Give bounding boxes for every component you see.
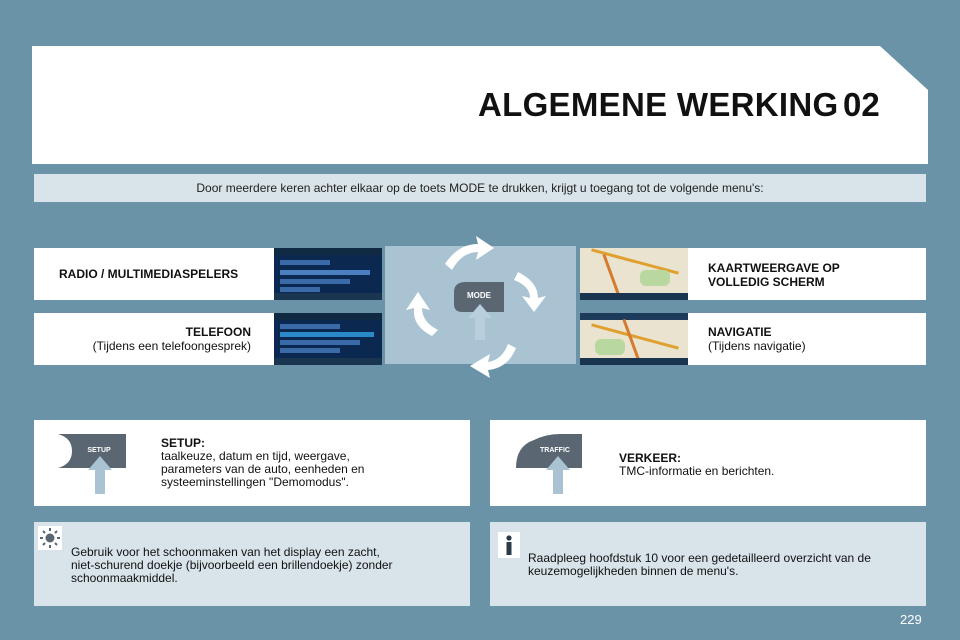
setup-button[interactable]: SETUP [72,434,126,468]
setup-line-2: parameters van de auto, eenheden en [161,462,365,476]
info-panel: Raadpleeg hoofdstuk 10 voor een gedetail… [490,522,926,606]
telefoon-screen-image [274,313,382,365]
tip-line-1: Gebruik voor het schoonmaken van het dis… [71,545,380,559]
mode-button[interactable]: MODE [454,282,504,312]
menu-kaart-title-1: KAARTWEERGAVE OP [708,261,840,275]
header-panel [32,46,928,164]
setup-press-arrow [88,456,112,494]
setup-line-1: taalkeuze, datum en tijd, weergave, [161,449,350,463]
cycle-arrow-left [406,292,438,336]
menu-telefoon: TELEFOON (Tijdens een telefoongesprek) [34,313,274,365]
info-line-2: keuzemogelijkheden binnen de menu's. [528,564,739,578]
traffic-title: VERKEER: [619,451,682,465]
chapter-number: 02 [843,86,880,123]
mode-press-arrow [468,304,492,340]
cycle-arrow-right [514,272,546,312]
tip-line-2: niet-schurend doekje (bijvoorbeeld een b… [71,558,393,572]
info-icon [498,532,520,558]
traffic-button-label: TRAFFIC [540,447,570,454]
menu-navigatie: NAVIGATIE (Tijdens navigatie) [688,313,926,365]
menu-navigatie-title: NAVIGATIE [708,325,772,339]
setup-button-label: SETUP [87,447,111,454]
traffic-button-shape [516,434,582,468]
menu-kaart-title-2: VOLLEDIG SCHERM [708,275,825,289]
radio-screen-image [274,248,382,300]
navigatie-screen-image [580,313,688,365]
tip-line-3: schoonmaakmiddel. [71,571,178,585]
traffic-button[interactable]: TRAFFIC [528,434,582,468]
setup-title: SETUP: [161,436,206,450]
intro-band: Door meerdere keren achter elkaar op de … [34,174,926,202]
sun-icon [38,526,62,550]
info-line-1: Raadpleeg hoofdstuk 10 voor een gedetail… [528,551,871,565]
menu-radio: RADIO / MULTIMEDIASPELERS [34,248,274,300]
menu-telefoon-sub: (Tijdens een telefoongesprek) [92,339,251,353]
page-title: ALGEMENE WERKING [478,86,839,123]
page-number: 229 [900,612,922,627]
menu-kaart: KAARTWEERGAVE OP VOLLEDIG SCHERM [688,248,926,300]
traffic-press-arrow [546,456,570,494]
intro-text: Door meerdere keren achter elkaar op de … [196,181,764,195]
menu-navigatie-sub: (Tijdens navigatie) [708,339,806,353]
mode-button-label: MODE [467,291,491,300]
menu-radio-title: RADIO / MULTIMEDIASPELERS [59,267,239,281]
setup-button-shape [58,434,126,468]
cycle-arrow-bottom [470,344,516,378]
setup-line-3: systeeminstellingen "Demomodus". [161,475,349,489]
traffic-line-1: TMC-informatie en berichten. [619,464,775,478]
kaart-screen-image [580,248,688,300]
mode-button-shape [454,282,504,312]
tip-panel: Gebruik voor het schoonmaken van het dis… [34,522,470,606]
menu-telefoon-title: TELEFOON [185,325,251,339]
cycle-arrow-top [445,236,494,270]
